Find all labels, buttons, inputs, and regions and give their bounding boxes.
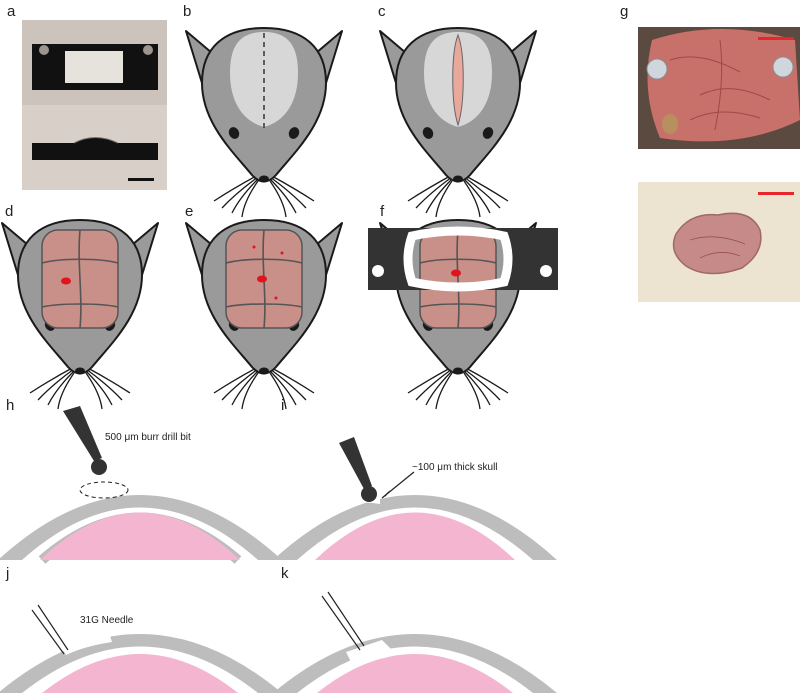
panel-label-a: a [7, 3, 16, 20]
panel-i-thin-skull-diagram: ~100 μm thick skull [273, 437, 557, 560]
panel-d-mouse [1, 219, 159, 410]
panel-label-h: h [6, 397, 15, 414]
needle-label: 31G Needle [80, 615, 134, 626]
panel-label-k: k [281, 565, 289, 582]
panel-label-g: g [620, 3, 629, 20]
panel-k-flap-removal-diagram [273, 591, 557, 693]
panel-label-c: c [378, 3, 386, 20]
scale-bar [128, 178, 154, 181]
lesion-dot [61, 277, 71, 285]
panel-a-photo [22, 20, 167, 190]
panel-label-e: e [185, 203, 194, 220]
panel-label-f: f [380, 203, 385, 220]
panel-label-i: i [281, 397, 285, 414]
panel-label-j: j [6, 565, 10, 582]
panel-f-mouse-with-plate [368, 219, 558, 410]
drill-bit-label: 500 μm burr drill bit [105, 432, 191, 443]
panel-g-photo-bottom [638, 182, 800, 302]
panel-g-photo-top [638, 27, 800, 149]
panel-label-d: d [5, 203, 14, 220]
panel-label-b: b [183, 3, 192, 20]
panel-h-drill-diagram: 500 μm burr drill bit [0, 406, 282, 564]
panel-c-mouse [379, 27, 537, 218]
panel-b-mouse [185, 27, 343, 218]
scale-bar-top [758, 37, 794, 40]
thin-skull-label: ~100 μm thick skull [412, 462, 498, 473]
panel-e-mouse [185, 219, 343, 410]
panel-j-needle-diagram: 31G Needle [0, 604, 282, 693]
scale-bar-bottom [758, 192, 794, 195]
